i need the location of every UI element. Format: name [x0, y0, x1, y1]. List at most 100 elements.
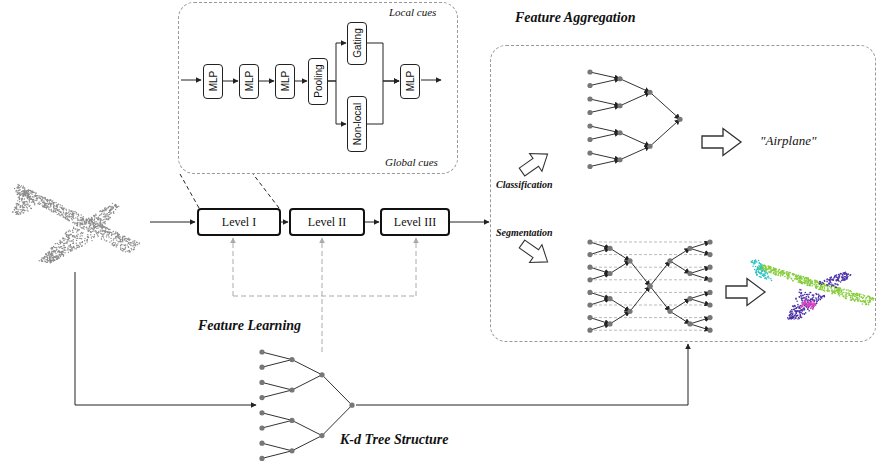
point	[62, 254, 63, 255]
point	[839, 290, 841, 292]
point	[807, 304, 809, 306]
point	[77, 218, 78, 219]
tree-node	[607, 296, 612, 301]
point	[80, 233, 81, 234]
point	[816, 294, 818, 296]
tree-node	[617, 103, 622, 108]
point	[79, 229, 80, 230]
point	[864, 295, 866, 297]
point	[24, 210, 25, 211]
point	[80, 227, 81, 228]
point	[31, 193, 32, 194]
point	[50, 199, 51, 200]
point	[53, 258, 54, 259]
point	[50, 260, 51, 261]
point	[44, 203, 45, 204]
point	[814, 280, 816, 282]
point	[804, 283, 806, 285]
point	[805, 280, 807, 282]
point	[81, 245, 82, 246]
point	[861, 296, 863, 298]
point	[23, 193, 24, 194]
point	[56, 248, 57, 249]
point	[832, 291, 834, 293]
point	[22, 194, 23, 195]
point	[24, 189, 25, 190]
point	[33, 201, 34, 202]
point	[63, 244, 64, 245]
point	[42, 202, 43, 203]
point	[70, 213, 71, 214]
tree-node	[587, 277, 592, 282]
point	[61, 208, 62, 209]
point	[828, 290, 830, 292]
point	[85, 219, 86, 220]
point	[807, 284, 809, 286]
point	[134, 240, 135, 241]
point	[115, 242, 116, 243]
point	[111, 232, 112, 233]
point	[19, 189, 20, 190]
tree-edge	[630, 286, 650, 311]
point	[56, 249, 57, 250]
point	[103, 226, 104, 227]
point	[110, 232, 111, 233]
point	[19, 185, 20, 186]
point	[28, 190, 29, 191]
point	[62, 238, 63, 239]
tree-edge	[292, 420, 322, 435]
point	[68, 240, 69, 241]
point	[798, 279, 800, 281]
point	[799, 280, 801, 282]
point	[89, 223, 90, 224]
point	[56, 208, 57, 209]
point	[79, 238, 80, 239]
point	[46, 207, 47, 208]
point	[92, 228, 93, 229]
point	[85, 243, 86, 244]
point	[90, 231, 91, 232]
point	[85, 222, 86, 223]
tree-edge	[262, 451, 292, 459]
point	[54, 247, 55, 248]
point	[117, 232, 118, 233]
point	[69, 216, 70, 217]
point	[834, 293, 836, 295]
point	[77, 224, 78, 225]
point	[78, 215, 79, 216]
point	[808, 280, 810, 282]
point	[805, 281, 807, 283]
point	[21, 211, 22, 212]
point	[44, 206, 45, 207]
point	[66, 212, 67, 213]
point	[139, 243, 140, 244]
point	[104, 222, 105, 223]
point	[62, 242, 63, 243]
point	[824, 288, 826, 290]
point	[119, 241, 120, 242]
point	[75, 228, 76, 229]
point	[86, 227, 87, 228]
point	[105, 240, 106, 241]
point	[57, 251, 58, 252]
point	[12, 211, 13, 212]
point	[67, 235, 68, 236]
point	[42, 197, 43, 198]
point	[805, 277, 807, 279]
point	[22, 204, 23, 205]
point	[102, 224, 103, 225]
point	[82, 227, 83, 228]
point	[53, 202, 54, 203]
point	[62, 248, 63, 249]
point	[23, 202, 24, 203]
point	[41, 259, 42, 260]
point	[37, 203, 38, 204]
point	[831, 289, 833, 291]
point	[63, 210, 64, 211]
point	[53, 211, 54, 212]
point	[23, 193, 24, 194]
point	[53, 211, 54, 212]
point	[113, 242, 114, 243]
point	[95, 227, 96, 228]
point	[75, 222, 76, 223]
